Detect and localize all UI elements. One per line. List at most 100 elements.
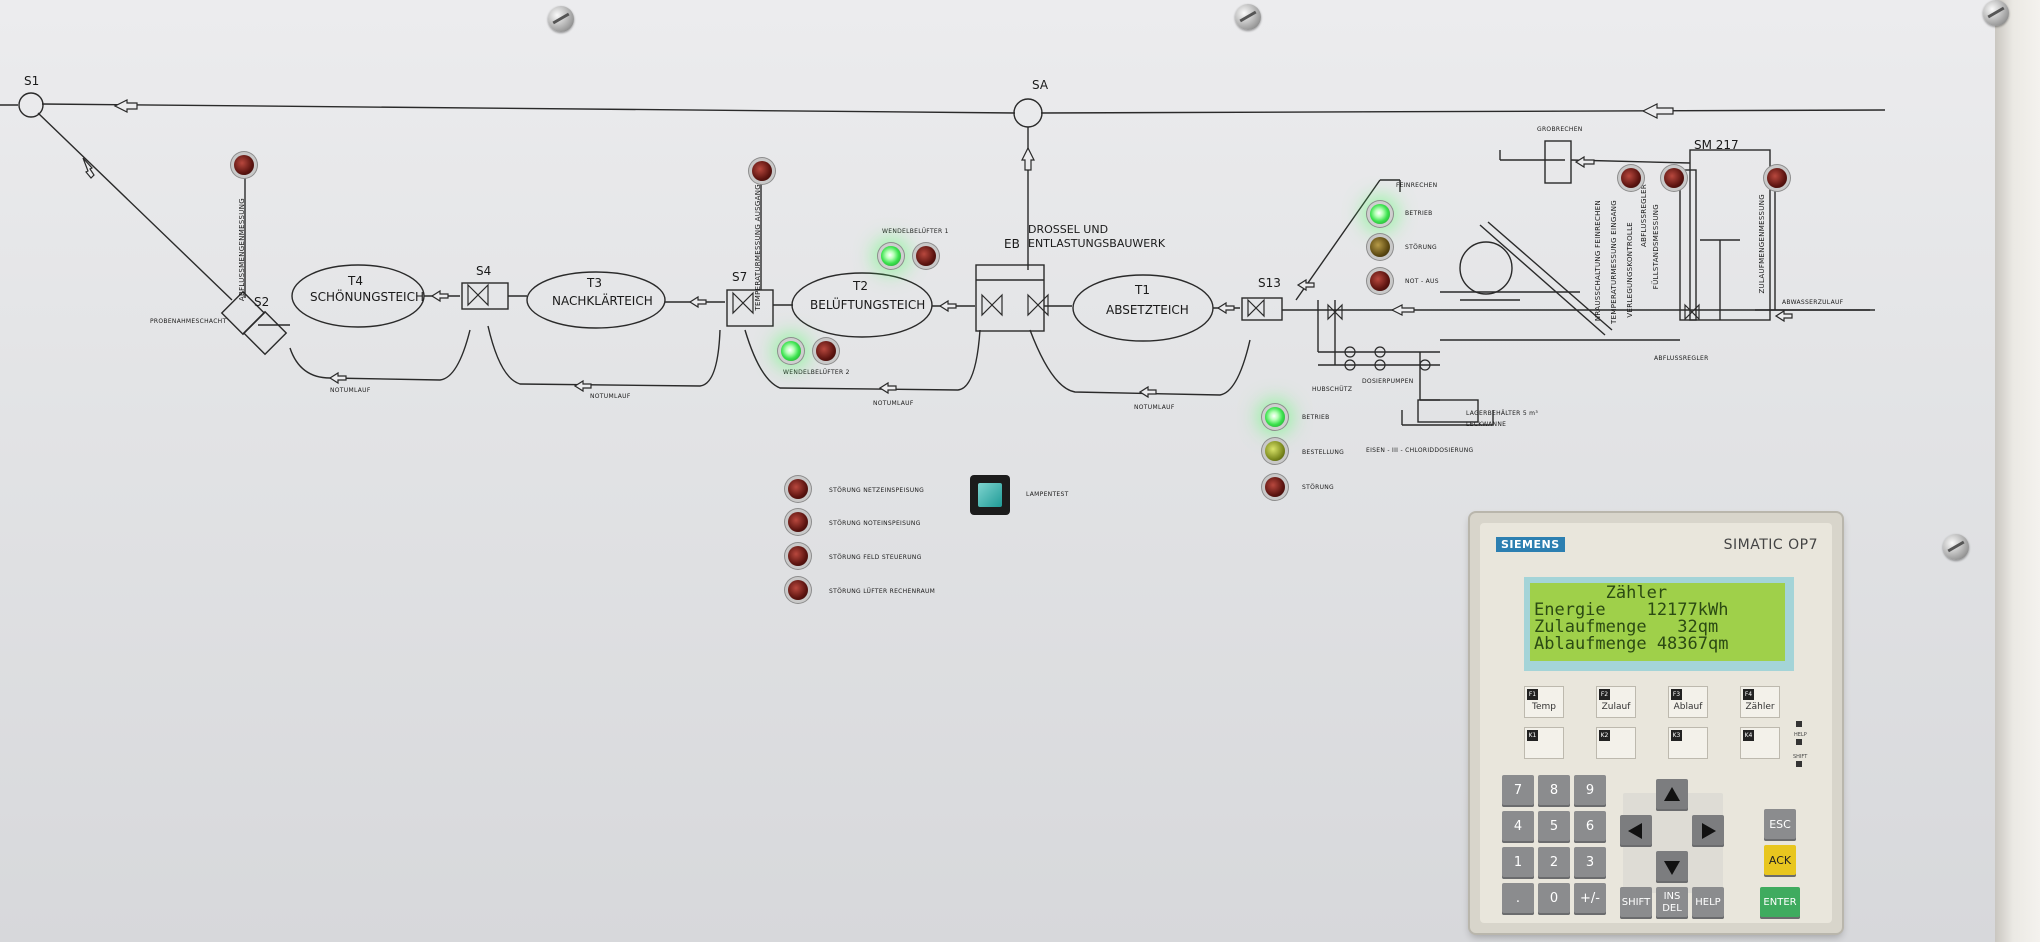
up-arrow-icon — [1664, 787, 1680, 801]
key-4[interactable]: 4 — [1502, 811, 1534, 843]
siemens-logo: SIEMENS — [1496, 537, 1565, 552]
pond-t4-id: T4 — [348, 274, 363, 288]
label-lagerbehaelter: LAGERBEHÄLTER 5 m³ — [1466, 410, 1539, 417]
k1-key[interactable]: K1 — [1524, 727, 1564, 759]
label-feinrechen: FEINRECHEN — [1396, 182, 1438, 189]
op7-model: SIMATIC OP7 — [1723, 537, 1818, 553]
left-arrow-icon — [1628, 823, 1642, 839]
label-leckwanne: LECKWANNE — [1466, 421, 1507, 428]
down-arrow-icon — [1664, 861, 1680, 875]
lamp-fault-4 — [788, 580, 808, 600]
key-6[interactable]: 6 — [1574, 811, 1606, 843]
screw-icon — [548, 6, 574, 32]
label-verleg: VERLEGUNGSKONTROLLE — [1626, 222, 1634, 318]
key-1[interactable]: 1 — [1502, 847, 1534, 879]
key-2[interactable]: 2 — [1538, 847, 1570, 879]
k3-key[interactable]: K3 — [1668, 727, 1708, 759]
screw-icon — [1235, 4, 1261, 30]
label-dosier-stoerung: STÖRUNG — [1302, 484, 1334, 491]
ack-key[interactable]: ACK — [1764, 845, 1796, 877]
label-notumlauf-2: NOTUMLAUF — [590, 393, 631, 400]
label-notumlauf-3: NOTUMLAUF — [873, 400, 914, 407]
key-9[interactable]: 9 — [1574, 775, 1606, 807]
lamp-dosier-bestellung — [1265, 441, 1285, 461]
label-probenahme: PROBENAHMESCHACHT — [150, 318, 227, 325]
station-sa: SA — [1032, 78, 1049, 92]
k4-key[interactable]: K4 — [1740, 727, 1780, 759]
lcd-line-3: Zulaufmenge 32qm — [1534, 617, 1719, 637]
help-led-label: HELP — [1794, 732, 1807, 738]
label-wendel1: WENDELBELÜFTER 1 — [882, 228, 949, 235]
lamp-test-cap — [978, 483, 1002, 507]
esc-key[interactable]: ESC — [1764, 809, 1796, 841]
fault-label-1: STÖRUNG NETZEINSPEISUNG — [829, 487, 925, 494]
lamp-wendel2-fault — [816, 341, 836, 361]
key-plus-minus[interactable]: +/- — [1574, 883, 1606, 915]
label-zulauf: ZULAUFMENGENMESSUNG — [1758, 194, 1766, 294]
label-dosier-betrieb: BETRIEB — [1302, 414, 1330, 421]
simatic-op7: SIEMENS SIMATIC OP7 Zähler Energie 12177… — [1470, 513, 1842, 933]
right-arrow-icon — [1702, 823, 1716, 839]
label-drossel: DROSSEL UND — [1028, 223, 1109, 236]
fault-label-4: STÖRUNG LÜFTER RECHENRAUM — [829, 588, 936, 595]
lamp-zulauf — [1767, 168, 1787, 188]
pond-t3-name: NACHKLÄRTEICH — [552, 294, 653, 308]
station-s13: S13 — [1258, 276, 1281, 290]
lamp-temp-ausgang — [752, 161, 772, 181]
wall — [1995, 0, 2040, 942]
station-s2: S2 — [254, 295, 270, 309]
screw-icon — [1943, 534, 1969, 560]
label-hubschuetz: HUBSCHÜTZ — [1312, 386, 1353, 393]
enter-key[interactable]: ENTER — [1760, 887, 1800, 919]
label-dosierpumpen: DOSIERPUMPEN — [1362, 378, 1414, 385]
key-3[interactable]: 3 — [1574, 847, 1606, 879]
key-0[interactable]: 0 — [1538, 883, 1570, 915]
label-rechen-notaus: NOT - AUS — [1405, 278, 1439, 285]
key-7[interactable]: 7 — [1502, 775, 1534, 807]
label-notumlauf-4: NOTUMLAUF — [1134, 404, 1175, 411]
up-arrow-key[interactable] — [1656, 779, 1688, 811]
shift-key[interactable]: SHIFT — [1620, 887, 1652, 919]
left-arrow-key[interactable] — [1620, 815, 1652, 847]
pond-t1-id: T1 — [1135, 283, 1150, 297]
lamp-fault-2 — [788, 512, 808, 532]
station-s4: S4 — [476, 264, 492, 278]
lamp-wendel2 — [781, 341, 801, 361]
shift-led-label: SHIFT — [1793, 754, 1808, 760]
lamp-fault-3 — [788, 546, 808, 566]
ins-del-key[interactable]: INS DEL — [1656, 887, 1688, 919]
lamp-wendel1 — [881, 246, 901, 266]
label-temp-eingang: TEMPERATURMESSUNG EINGANG — [1610, 200, 1618, 324]
label-nr-feinrechen: NRAUSSCHALTUNG FEINRECHEN — [1594, 200, 1602, 322]
lamp-dosier-stoerung — [1265, 477, 1285, 497]
lamp-dosier-betrieb — [1265, 407, 1285, 427]
lamp-fault-1 — [788, 479, 808, 499]
station-sm217: SM 217 — [1694, 138, 1739, 152]
lamp-test-label: LAMPENTEST — [1026, 491, 1069, 498]
shift-led — [1796, 761, 1802, 767]
lamp-test-button[interactable] — [970, 475, 1010, 515]
lcd-line-2: Energie 12177kWh — [1534, 600, 1729, 620]
right-arrow-key[interactable] — [1692, 815, 1724, 847]
pond-t1-name: ABSETZTEICH — [1106, 303, 1189, 317]
key-dot[interactable]: . — [1502, 883, 1534, 915]
label-dosier-bestellung: BESTELLUNG — [1302, 449, 1345, 456]
station-s7: S7 — [732, 270, 748, 284]
key-8[interactable]: 8 — [1538, 775, 1570, 807]
help-key[interactable]: HELP — [1692, 887, 1724, 919]
fault-label-3: STÖRUNG FELD STEUERUNG — [829, 554, 922, 561]
label-abflussregler: ABFLUSSREGLER — [1654, 355, 1709, 362]
label-rechen-stoerung: STÖRUNG — [1405, 244, 1437, 251]
key-5[interactable]: 5 — [1538, 811, 1570, 843]
down-arrow-key[interactable] — [1656, 851, 1688, 883]
warning-led — [1796, 721, 1802, 727]
pond-t3-id: T3 — [587, 276, 602, 290]
label-entlastung: ENTLASTUNGSBAUWERK — [1028, 237, 1166, 250]
lcd-line-1: Zähler — [1534, 583, 1668, 603]
k2-key[interactable]: K2 — [1596, 727, 1636, 759]
